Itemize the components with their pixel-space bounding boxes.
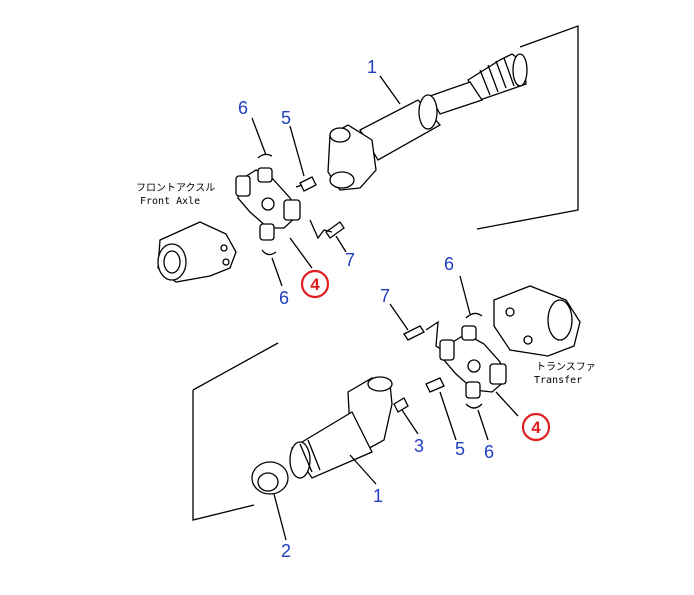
snap-ring-top-lower [261, 249, 277, 256]
front-axle-label-jp: フロントアクスル [136, 182, 215, 194]
callout-5-mid: 5 [455, 439, 465, 459]
callout-6-mid: 6 [444, 254, 454, 274]
callout-6-mid-b: 6 [484, 442, 494, 462]
callout-6-top-a: 6 [238, 98, 248, 118]
callout-7-mid: 7 [380, 286, 390, 306]
callout-4-top: 4 [310, 275, 320, 294]
callout-7-top: 7 [345, 250, 355, 270]
upper-frame [476, 25, 579, 230]
transfer-label-jp: トランスファ [536, 361, 596, 373]
callout-3: 3 [414, 436, 424, 456]
lower-frame [192, 342, 279, 521]
snap-ring-bottom-upper [465, 312, 483, 319]
callout-5-top: 5 [281, 108, 291, 128]
drive-shaft-bottom [289, 376, 393, 479]
universal-joint-cross-bottom [439, 325, 507, 399]
grease-fitting-top [295, 176, 317, 192]
transfer-label-en: Transfer [534, 375, 582, 386]
front-axle-flange [157, 221, 237, 283]
leader-lines [251, 75, 519, 541]
callout-1-bottom: 1 [373, 486, 383, 506]
drive-shaft-top [327, 53, 528, 191]
callout-1-top: 1 [367, 57, 377, 77]
front-axle-label-en: Front Axle [140, 196, 200, 207]
transfer-flange [493, 285, 581, 357]
callout-6-top-b: 6 [279, 288, 289, 308]
snap-ring-bottom-lower [465, 403, 483, 409]
callout-4-top-highlight: 4 [300, 269, 330, 299]
callout-4-mid-highlight: 4 [521, 412, 551, 442]
universal-joint-cross-top [235, 167, 301, 241]
grease-fitting-3 [393, 397, 409, 413]
snap-ring-top-upper [257, 153, 273, 159]
dust-cap [251, 461, 289, 495]
callout-2: 2 [281, 541, 291, 561]
callout-4-mid: 4 [531, 418, 541, 437]
grease-fitting-mid [425, 377, 445, 393]
bolt-top [309, 219, 345, 240]
